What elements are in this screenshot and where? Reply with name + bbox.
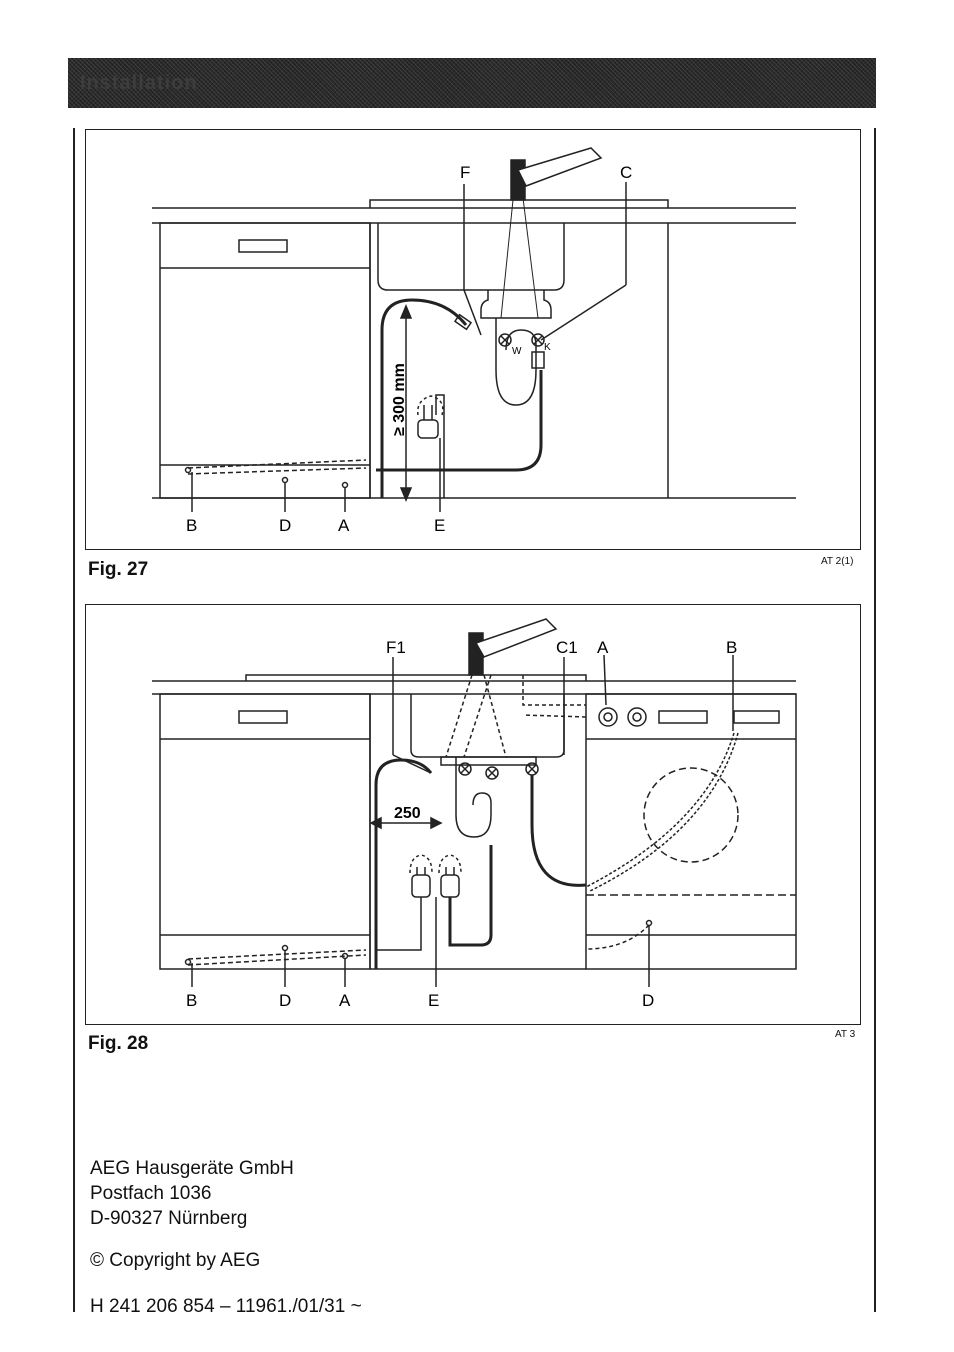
label-d: D	[279, 516, 291, 535]
label-a: A	[339, 991, 351, 1010]
copyright: © Copyright by AEG	[90, 1250, 261, 1271]
header-bar: Installation	[68, 58, 876, 108]
label-b: B	[186, 991, 197, 1010]
label-e: E	[434, 516, 445, 535]
label-d-right: D	[642, 991, 654, 1010]
label-k: K	[544, 342, 551, 353]
figure-27-caption: Fig. 27	[88, 559, 149, 580]
company-name: AEG Hausgeräte GmbH	[90, 1158, 294, 1179]
label-a-top: A	[597, 638, 609, 657]
label-a: A	[338, 516, 350, 535]
figure-28-caption: Fig. 28	[88, 1033, 149, 1054]
dimension-300mm: ≥ 300 mm	[391, 363, 408, 436]
figure-27-code: AT 2(1)	[821, 556, 854, 567]
figure-27-drawing: F C W K B D A E ≥ 300 mm	[152, 147, 796, 535]
figure-27: F C W K B D A E ≥ 300 mm	[85, 129, 861, 550]
label-w: W	[512, 346, 522, 357]
page-title: Installation	[80, 72, 198, 94]
figure-28: F1 C1 A B 250 B D A E D	[85, 604, 861, 1025]
figure-28-drawing: F1 C1 A B 250 B D A E D	[152, 618, 797, 1010]
label-c: C	[620, 163, 632, 182]
document-number: H 241 206 854 – 11961./01/31 ~	[90, 1296, 362, 1317]
city: D-90327 Nürnberg	[90, 1208, 248, 1229]
label-b-top: B	[726, 638, 737, 657]
figure-28-code: AT 3	[835, 1029, 856, 1040]
dimension-250: 250	[394, 805, 421, 822]
label-c1: C1	[556, 638, 578, 657]
label-e: E	[428, 991, 439, 1010]
label-f1: F1	[386, 638, 406, 657]
postbox: Postfach 1036	[90, 1183, 212, 1204]
label-d: D	[279, 991, 291, 1010]
label-f: F	[460, 163, 470, 182]
label-b: B	[186, 516, 197, 535]
left-margin-rule	[73, 128, 75, 1312]
right-margin-rule	[874, 128, 876, 1312]
